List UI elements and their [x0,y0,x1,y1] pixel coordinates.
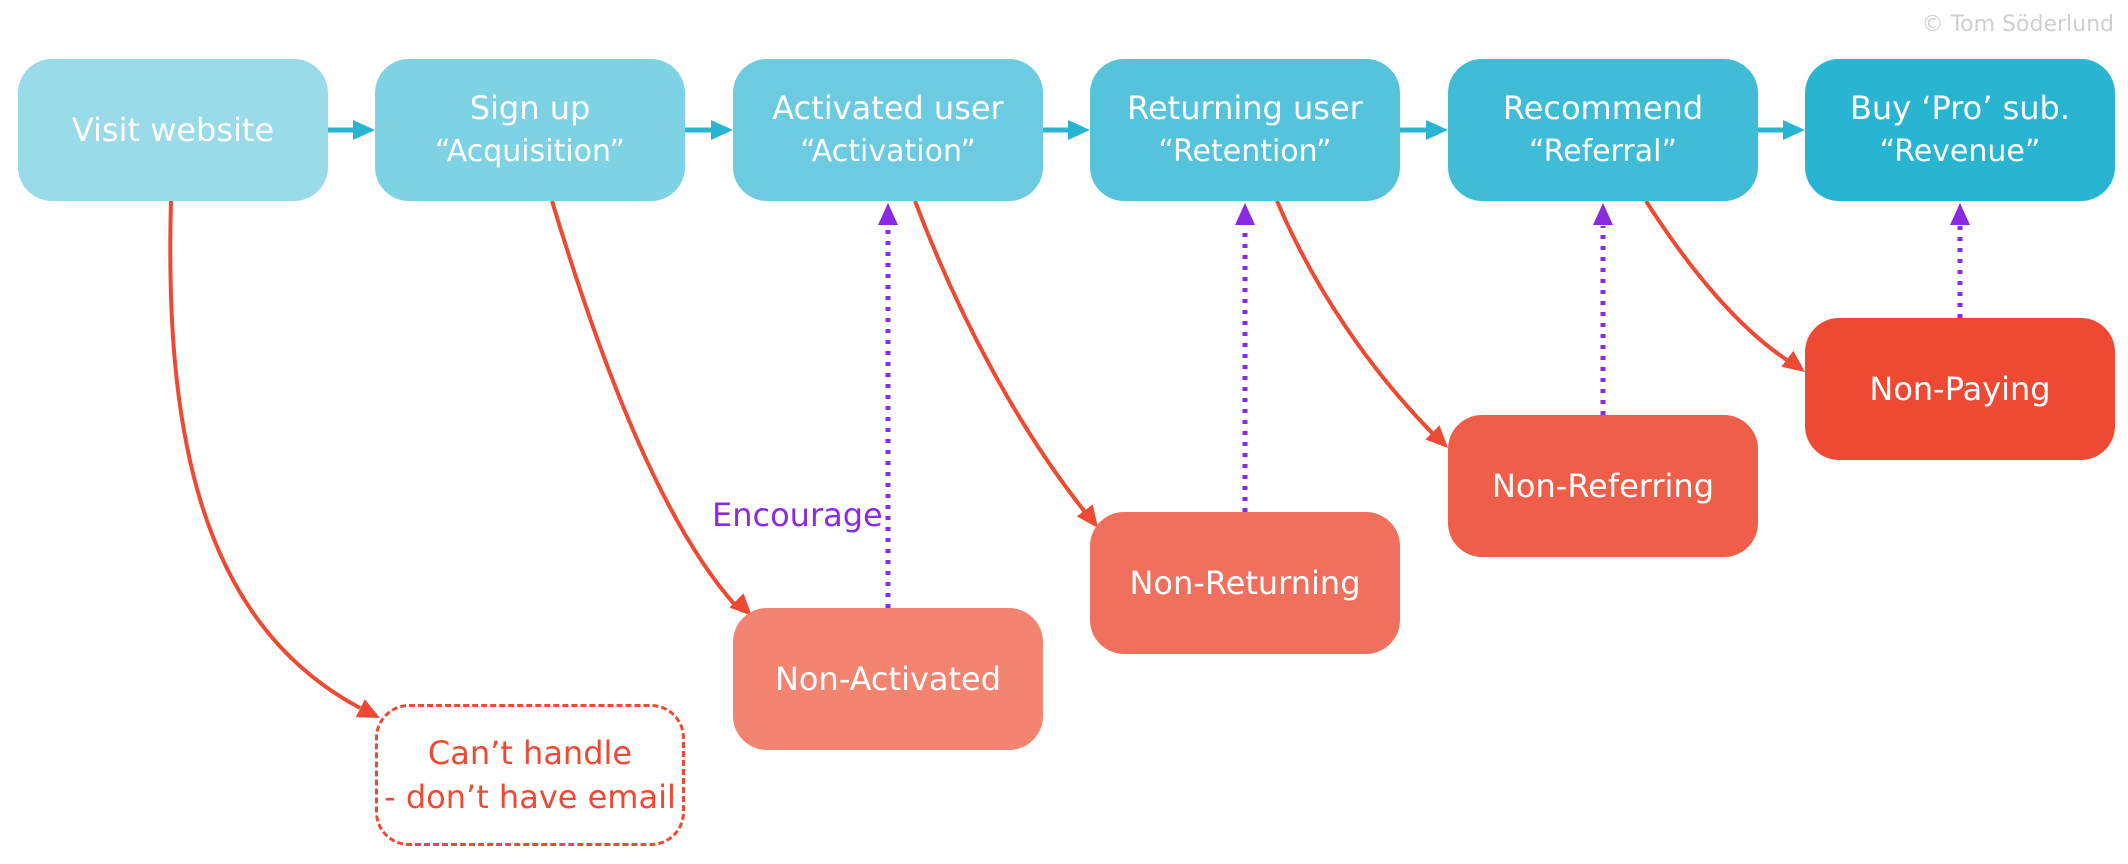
dropoff-arrowhead-0 [355,699,380,718]
stage-title: Visit website [71,111,275,149]
flow-arrowhead-0 [353,120,375,140]
encourage-arrowhead-3 [1950,203,1970,225]
flow-arrowhead-2 [1068,120,1090,140]
stage-subtitle: “Acquisition” [435,134,625,169]
dropoff-no-email: Can’t handle - don’t have email [375,704,685,846]
dropoff-arrow-line-3 [1275,200,1438,439]
stage-subtitle: “Activation” [800,134,976,169]
dropoff-arrowhead-3 [1425,425,1448,448]
stage-title: Sign up [469,89,591,127]
dropoff-label: Non-Returning [1129,564,1361,602]
dropoff-non-returning: Non-Returning [1090,512,1400,654]
stage-title: Recommend [1502,89,1704,127]
dropoff-arrowhead-2 [1076,504,1098,528]
dropoff-non-activated: Non-Activated [733,608,1043,750]
flow-arrowhead-1 [711,120,733,140]
encourage-arrowhead-0 [878,203,898,225]
stage-sign-up: Sign up “Acquisition” [375,59,685,201]
flow-arrowhead-4 [1783,120,1805,140]
dropoff-arrow-line-0 [168,200,361,710]
dropoff-arrowhead-1 [729,593,752,616]
encourage-label: Encourage [712,496,883,534]
stage-subtitle: “Referral” [1529,134,1677,169]
encourage-arrowhead-2 [1593,203,1613,225]
flow-arrowhead-3 [1426,120,1448,140]
stage-subtitle: “Retention” [1158,134,1332,169]
dropoff-line-2: - don’t have email [384,778,676,816]
dropoff-arrow-line-4 [1644,199,1792,364]
stage-activated-user: Activated user “Activation” [733,59,1043,201]
dropoff-line-1: Can’t handle [427,734,633,772]
encourage-arrowhead-1 [1235,203,1255,225]
dropoff-label: Non-Referring [1491,467,1714,505]
stage-buy-pro: Buy ‘Pro’ sub. “Revenue” [1805,59,2115,201]
dropoff-arrow-line-2 [913,200,1087,514]
stage-recommend: Recommend “Referral” [1448,59,1758,201]
dropoff-arrow-line-1 [550,200,737,607]
dropoff-non-paying: Non-Paying [1805,318,2115,460]
stage-returning-user: Returning user “Retention” [1090,59,1400,201]
stage-visit-website: Visit website [18,59,328,201]
stage-subtitle: “Revenue” [1879,134,2041,169]
dropoff-non-referring: Non-Referring [1448,415,1758,557]
copyright-text: © Tom Söderlund [1921,12,2114,37]
dropoff-label: Non-Paying [1869,370,2051,408]
stage-title: Returning user [1127,89,1363,127]
dropoff-arrowhead-4 [1781,350,1805,372]
dropoff-label: Non-Activated [774,660,1002,698]
stage-title: Activated user [772,89,1004,127]
stage-title: Buy ‘Pro’ sub. [1849,89,2071,127]
